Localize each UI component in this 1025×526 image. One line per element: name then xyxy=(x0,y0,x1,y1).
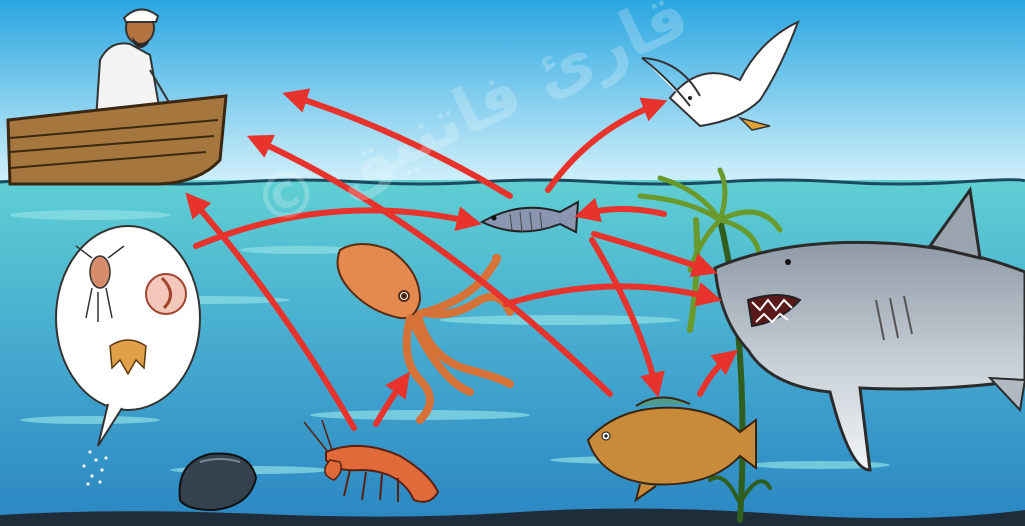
shell-plankton xyxy=(146,274,186,314)
